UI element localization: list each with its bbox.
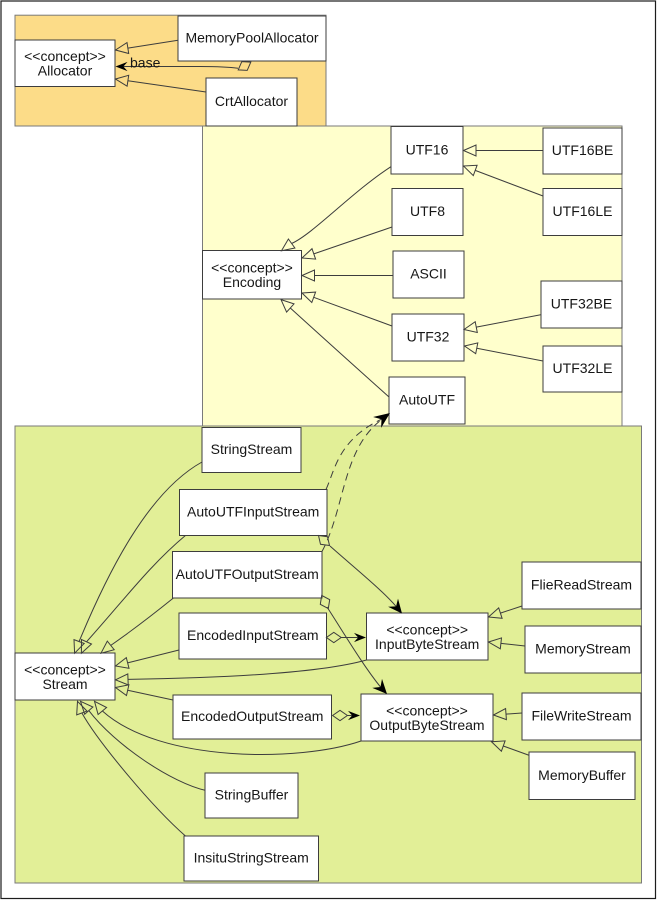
svg-text:<<concept>>: <<concept>> xyxy=(24,661,106,677)
svg-text:FlieReadStream: FlieReadStream xyxy=(531,577,632,593)
svg-text:FileWriteStream: FileWriteStream xyxy=(531,708,631,724)
svg-text:Allocator: Allocator xyxy=(38,63,93,79)
svg-text:UTF16LE: UTF16LE xyxy=(553,203,613,219)
svg-text:AutoUTFOutputStream: AutoUTFOutputStream xyxy=(176,566,319,582)
svg-text:UTF16: UTF16 xyxy=(406,141,449,157)
svg-text:MemoryBuffer: MemoryBuffer xyxy=(538,767,626,783)
svg-text:UTF8: UTF8 xyxy=(410,203,445,219)
svg-text:StringBuffer: StringBuffer xyxy=(215,787,289,803)
svg-text:MemoryPoolAllocator: MemoryPoolAllocator xyxy=(185,30,318,46)
svg-text:UTF32LE: UTF32LE xyxy=(553,360,613,376)
svg-text:EncodedOutputStream: EncodedOutputStream xyxy=(181,708,323,724)
svg-text:UTF32: UTF32 xyxy=(407,329,450,345)
svg-text:<<concept>>: <<concept>> xyxy=(386,702,468,718)
svg-text:OutputByteStream: OutputByteStream xyxy=(369,717,484,733)
svg-text:Stream: Stream xyxy=(42,676,87,692)
svg-text:UTF16BE: UTF16BE xyxy=(552,142,613,158)
svg-text:UTF32BE: UTF32BE xyxy=(551,296,612,312)
svg-text:InputByteStream: InputByteStream xyxy=(375,636,479,652)
svg-text:<<concept>>: <<concept>> xyxy=(386,621,468,637)
svg-text:MemoryStream: MemoryStream xyxy=(535,641,631,657)
svg-text:AutoUTF: AutoUTF xyxy=(399,392,455,408)
svg-text:EncodedInputStream: EncodedInputStream xyxy=(187,627,319,643)
svg-text:base: base xyxy=(130,55,161,71)
svg-text:<<concept>>: <<concept>> xyxy=(24,48,106,64)
svg-text:InsituStringStream: InsituStringStream xyxy=(194,850,309,866)
svg-text:Encoding: Encoding xyxy=(223,274,281,290)
svg-text:CrtAllocator: CrtAllocator xyxy=(215,93,288,109)
svg-text:StringStream: StringStream xyxy=(211,441,293,457)
svg-text:<<concept>>: <<concept>> xyxy=(211,260,293,276)
svg-text:ASCII: ASCII xyxy=(410,266,447,282)
svg-text:AutoUTFInputStream: AutoUTFInputStream xyxy=(187,504,319,520)
